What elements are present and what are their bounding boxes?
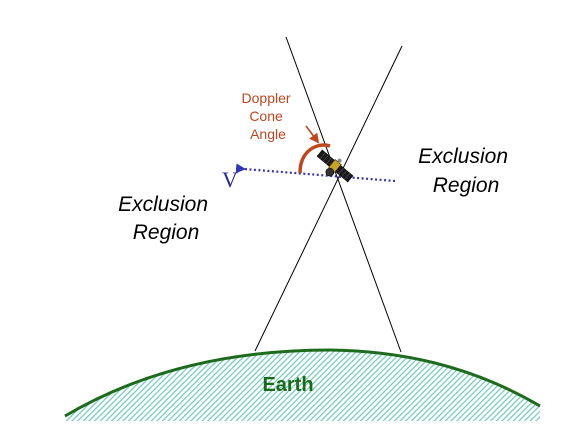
exclusion-region-right-line-1: Exclusion [418,145,508,168]
doppler-angle-arc [298,143,331,174]
doppler-label: Doppler Cone Angle [242,90,295,142]
cone-line-right [254,45,403,352]
velocity-arrow [235,163,396,183]
earth-outline [64,348,541,418]
velocity-label: V [222,167,238,192]
satellite-icon [316,149,354,183]
exclusion-region-left-line-1: Exclusion [118,193,208,216]
doppler-pointer-arrow [305,125,320,144]
exclusion-region-left-line-2: Region [133,221,200,244]
earth-label: Earth [262,374,313,396]
exclusion-region-right-line-2: Region [433,174,500,197]
exclusion-region-left: Exclusion Region [118,193,214,244]
exclusion-region-right: Exclusion Region [418,145,514,197]
doppler-label-line-3: Angle [250,126,286,142]
doppler-label-line-1: Doppler [242,90,291,106]
cone-line-left [285,36,402,353]
doppler-label-line-2: Cone [249,108,283,124]
